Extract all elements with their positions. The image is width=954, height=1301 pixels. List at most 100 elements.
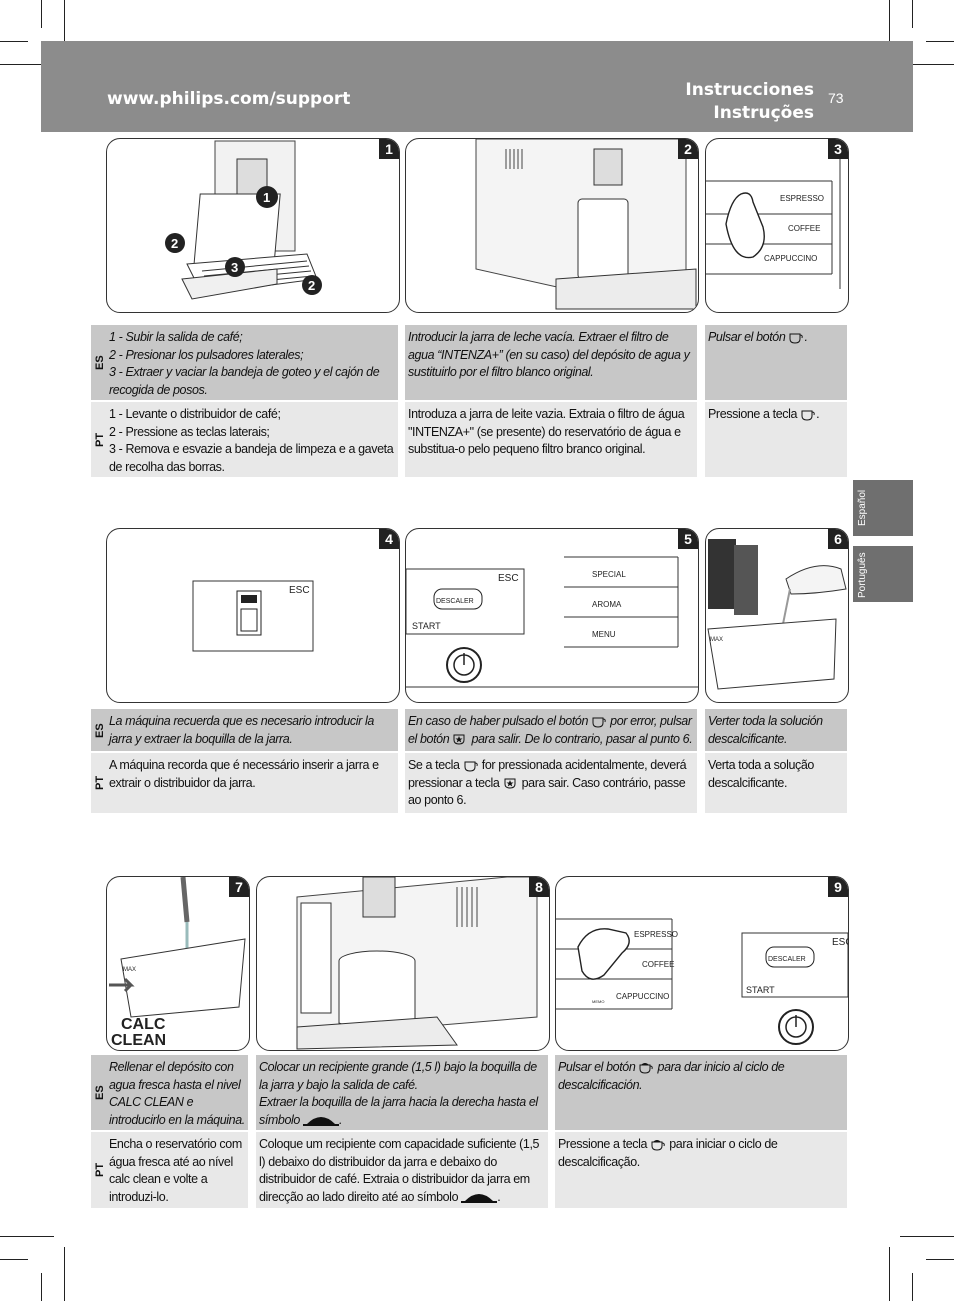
- illustration-step-2: 2: [405, 138, 699, 313]
- esc-label: ESC: [289, 585, 310, 596]
- descaler-label: DESCALER: [436, 598, 474, 605]
- container-under-spout-illustration: [296, 877, 538, 1050]
- illustration-step-7: 7 MAX CALC CLEAN: [106, 876, 250, 1051]
- step-number: 8: [529, 877, 549, 897]
- step-9-es-text: Pulsar el botón para dar inicio al ciclo…: [555, 1055, 847, 1130]
- step-number: 2: [678, 139, 698, 159]
- memo-cappuccino-icon: [639, 1062, 654, 1074]
- memo-cup-icon: [592, 717, 606, 728]
- crop-mark: [0, 41, 28, 42]
- crop-mark: [0, 1259, 28, 1260]
- step-2-es-text: Introducir la jarra de leche vacía. Extr…: [405, 325, 697, 400]
- memo-cup-icon: [464, 761, 478, 772]
- support-url[interactable]: www.philips.com/support: [107, 89, 351, 109]
- max-label: MAX: [123, 967, 136, 973]
- step-5-pt-text: Se a tecla for pressionada acidentalment…: [405, 753, 697, 813]
- crop-mark: [889, 0, 890, 54]
- step-4-pt-text: A máquina recorda que é necessário inser…: [106, 753, 398, 813]
- svg-text:2: 2: [171, 236, 178, 251]
- espresso-label: ESPRESSO: [780, 194, 824, 203]
- special-star-icon: [504, 778, 516, 789]
- crop-mark: [912, 1273, 913, 1301]
- step-1-es-text: 1 - Subir la salida de café; 2 - Presion…: [106, 325, 398, 400]
- svg-text:2: 2: [308, 278, 315, 293]
- lang-code-es: ES: [91, 325, 109, 400]
- max-label: MAX: [710, 637, 723, 643]
- title-pt: Instruções: [713, 103, 814, 123]
- memo-cup-icon: [789, 333, 804, 344]
- espresso-label: ESPRESSO: [634, 930, 678, 939]
- page-title: Instrucciones Instruções: [685, 79, 814, 125]
- machine-drip-tray-illustration: 1 2 3 2: [165, 140, 322, 300]
- start-label: START: [746, 985, 775, 995]
- step-3-pt-label: Pressione a tecla: [708, 407, 798, 421]
- step-number: 4: [379, 529, 399, 549]
- step-7-es-text: Rellenar el depósito con agua fresca has…: [106, 1055, 248, 1130]
- step-8-pt-text: Coloque um recipiente com capacidade suf…: [256, 1132, 548, 1208]
- step-6-pt-text: Verta toda a solução descalcificante.: [705, 753, 847, 813]
- memo-label: MEMO: [592, 999, 604, 1004]
- display-descaler-illustration: ESC DESCALER START SPECIAL AROMA MENU: [406, 556, 698, 688]
- descaler-label: DESCALER: [768, 956, 806, 963]
- crop-mark: [926, 41, 954, 42]
- illustration-step-3: 3 ESPRESSO COFFEE CAPPUCCINO MEMO: [705, 138, 849, 313]
- control-panel-illustration: ESPRESSO COFFEE CAPPUCCINO MEMO: [706, 159, 841, 289]
- clean-label: CLEAN: [111, 1032, 166, 1049]
- jug-spout-symbol-icon: [303, 1117, 340, 1127]
- step-5-pt-part-b: for pressionada acidentalmente, deverá p…: [408, 758, 687, 790]
- svg-text:1: 1: [263, 190, 270, 205]
- step-8-es-text: Colocar un recipiente grande (1,5 l) baj…: [256, 1055, 548, 1130]
- pour-descaler-illustration: MAX: [707, 539, 847, 690]
- illustration-step-4: 4 ESC: [106, 528, 400, 703]
- step-5-es-part-b: por error, pulsar el botón: [408, 714, 692, 746]
- step-9-pt-part-b: para iniciar o ciclo de descalcificação.: [558, 1137, 778, 1169]
- step-number: 1: [379, 139, 399, 159]
- step-5-es-part-c: para salir. De lo contrario, pasar al pu…: [471, 731, 693, 746]
- jug-spout-symbol-icon: [461, 1194, 498, 1204]
- step-7-pt-text: Encha o reservatório com água fresca até…: [106, 1132, 248, 1208]
- start-label: START: [412, 621, 441, 631]
- crop-mark: [41, 1273, 42, 1301]
- crop-mark: [926, 1259, 954, 1260]
- step-5-pt-part-c: para sair. Caso contrário, passe ao pont…: [408, 775, 686, 808]
- cappuccino-label: CAPPUCCINO: [616, 992, 669, 1001]
- illustration-step-6: 6 MAX: [705, 528, 849, 703]
- calc-label: CALC: [121, 1016, 166, 1033]
- crop-mark: [0, 64, 54, 65]
- crop-mark: [900, 1236, 954, 1237]
- aroma-label: AROMA: [592, 600, 622, 609]
- step-2-pt-text: Introduza a jarra de leite vazia. Extrai…: [405, 402, 697, 477]
- special-star-icon: [453, 734, 465, 745]
- lang-code-es: ES: [91, 709, 109, 751]
- step-9-pt-part-a: Pressione a tecla: [558, 1137, 648, 1151]
- crop-mark: [0, 1236, 54, 1237]
- crop-mark: [64, 1247, 65, 1301]
- step-3-es-text: Pulsar el botón .: [705, 325, 847, 400]
- step-9-pt-text: Pressione a tecla para iniciar o ciclo d…: [555, 1132, 847, 1208]
- arrow-icon: [109, 977, 135, 993]
- illustration-step-5: 5 ESC DESCALER START SPECIAL AROMA MENU: [405, 528, 699, 703]
- step-number: 5: [678, 529, 698, 549]
- step-4-es-text: La máquina recuerda que es necesario int…: [106, 709, 398, 751]
- crop-mark: [889, 1247, 890, 1301]
- step-8-es-part-b: Extraer la boquilla de la jarra hacia la…: [259, 1095, 538, 1127]
- side-tab-portugues: Português: [853, 546, 913, 602]
- esc-label: ESC: [498, 573, 519, 584]
- step-5-es-part-a: En caso de haber pulsado el botón: [408, 714, 589, 728]
- machine-milk-jug-illustration: [475, 139, 697, 310]
- control-panel-start-illustration: ESPRESSO COFFEE CAPPUCCINO MEMO ESC DESC…: [556, 918, 848, 1045]
- page-header: www.philips.com/support Instrucciones In…: [41, 41, 913, 132]
- illustration-step-9: 9 ESPRESSO COFFEE CAPPUCCINO MEMO ESC DE…: [555, 876, 849, 1051]
- esc-label: ESC: [832, 937, 848, 948]
- step-8-pt-label: Coloque um recipiente com capacidade suf…: [259, 1137, 540, 1204]
- lang-code-es: ES: [91, 1055, 109, 1130]
- lang-code-pt: PT: [91, 1132, 109, 1208]
- special-label: SPECIAL: [592, 570, 626, 579]
- step-9-es-part-a: Pulsar el botón: [558, 1060, 636, 1074]
- step-5-es-text: En caso de haber pulsado el botón por er…: [405, 709, 697, 751]
- side-tab-label: Português: [857, 552, 868, 598]
- coffee-label: COFFEE: [642, 960, 674, 969]
- step-9-es-part-b: para dar inicio al ciclo de descalcifica…: [558, 1060, 785, 1092]
- crop-mark: [900, 64, 954, 65]
- lang-code-pt: PT: [91, 753, 109, 813]
